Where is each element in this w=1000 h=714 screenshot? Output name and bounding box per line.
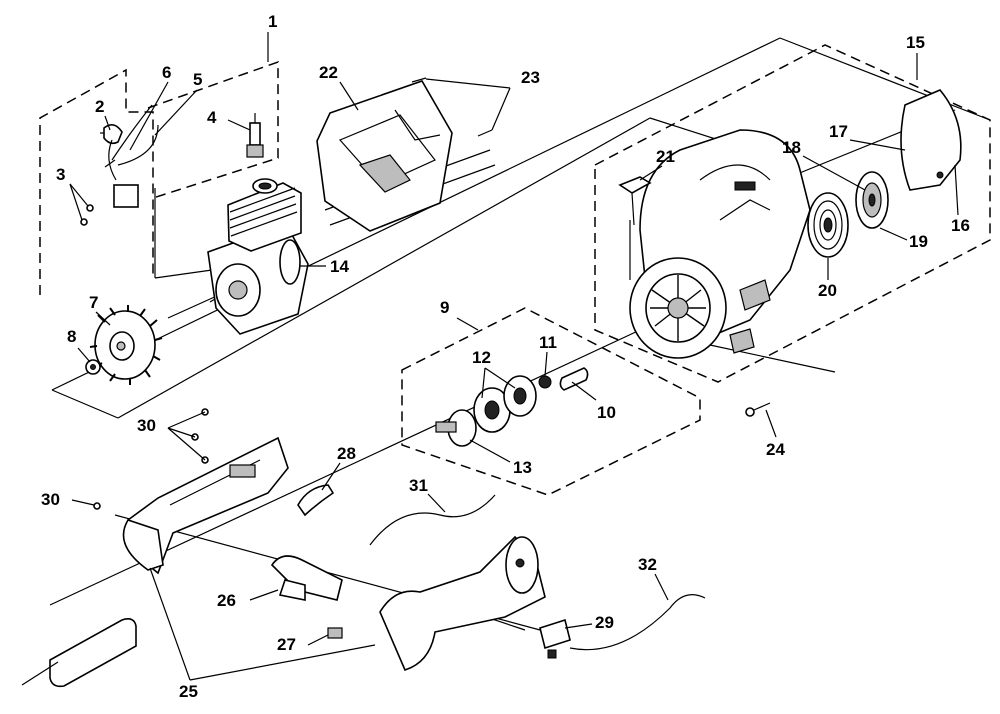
- boundary-starter-housing-group: [594, 44, 991, 383]
- throttle-cable-icon: [369, 494, 496, 546]
- screw-icon: [745, 402, 771, 417]
- recoil-pulley-icon: [807, 192, 849, 258]
- ignition-module-icon: [103, 124, 139, 208]
- callout-30-top: 30: [137, 416, 156, 435]
- callout-1: 1: [268, 12, 277, 31]
- boundary-ignition-group: [39, 68, 154, 295]
- callout-29: 29: [595, 613, 614, 632]
- assembly-boundaries: [39, 44, 991, 496]
- screw-icon: [411, 77, 493, 137]
- clutch-drum-icon: [435, 409, 477, 447]
- washer-icon: [538, 375, 552, 389]
- nut-icon: [85, 359, 101, 375]
- bracket-icon: [327, 627, 343, 639]
- callout-4: 4: [207, 108, 217, 127]
- callout-18: 18: [782, 138, 801, 157]
- engine-cover-icon: [316, 80, 453, 232]
- callout-15: 15: [906, 33, 925, 52]
- callout-14: 14: [330, 257, 349, 276]
- callout-22: 22: [319, 63, 338, 82]
- callout-11: 11: [539, 333, 557, 352]
- callout-28: 28: [337, 444, 356, 463]
- starter-housing-icon: [629, 129, 811, 359]
- shaft-sleeve-icon: [559, 367, 589, 391]
- wire-icon: [111, 104, 153, 161]
- callout-10: 10: [597, 403, 616, 422]
- recoil-spring-icon: [855, 171, 889, 229]
- boundary-engine-group: [147, 60, 279, 199]
- callout-13: 13: [513, 458, 532, 477]
- callout-leaders: [69, 32, 959, 681]
- handle-housing-icon: [122, 436, 289, 575]
- callout-12: 12: [472, 348, 491, 367]
- flywheel-icon: [89, 305, 163, 385]
- callout-2: 2: [95, 97, 104, 116]
- handle-grip-icon: [270, 555, 343, 601]
- wire-icon: [117, 124, 159, 166]
- callout-21: 21: [656, 147, 675, 166]
- lower-housing-icon: [379, 535, 546, 671]
- engine-block-icon: [207, 178, 309, 335]
- callout-20: 20: [818, 281, 837, 300]
- callout-32: 32: [638, 555, 657, 574]
- callout-27: 27: [277, 635, 296, 654]
- callout-24: 24: [766, 440, 785, 459]
- callout-17: 17: [829, 122, 848, 141]
- wire-harness-icon: [569, 594, 706, 651]
- callout-16: 16: [951, 216, 970, 235]
- callout-19: 19: [909, 232, 928, 251]
- callout-31: 31: [409, 476, 428, 495]
- callout-23: 23: [521, 68, 540, 87]
- callout-25: 25: [179, 682, 198, 701]
- callout-30-side: 30: [41, 490, 60, 509]
- callout-labels: 1 2 3 4 5 6 7 8 9 10 11 12 13 14 15 16 1…: [41, 12, 970, 701]
- boundary-clutch-group: [401, 307, 701, 496]
- screw-icon: [80, 204, 94, 226]
- spark-plug-icon: [246, 113, 264, 158]
- starter-handle-icon: [618, 176, 652, 226]
- drive-shaft-icon: [21, 618, 137, 688]
- clutch-shoe-icon: [503, 375, 537, 417]
- callout-3: 3: [56, 165, 65, 184]
- trigger-icon: [297, 484, 335, 517]
- part-illustrations: [21, 77, 962, 688]
- callout-8: 8: [67, 327, 76, 346]
- callout-9: 9: [440, 298, 449, 317]
- starter-cover-icon: [900, 89, 962, 191]
- callout-7: 7: [89, 293, 98, 312]
- callout-5: 5: [193, 70, 202, 89]
- callout-26: 26: [217, 591, 236, 610]
- switch-icon: [539, 618, 571, 659]
- callout-6: 6: [162, 63, 171, 82]
